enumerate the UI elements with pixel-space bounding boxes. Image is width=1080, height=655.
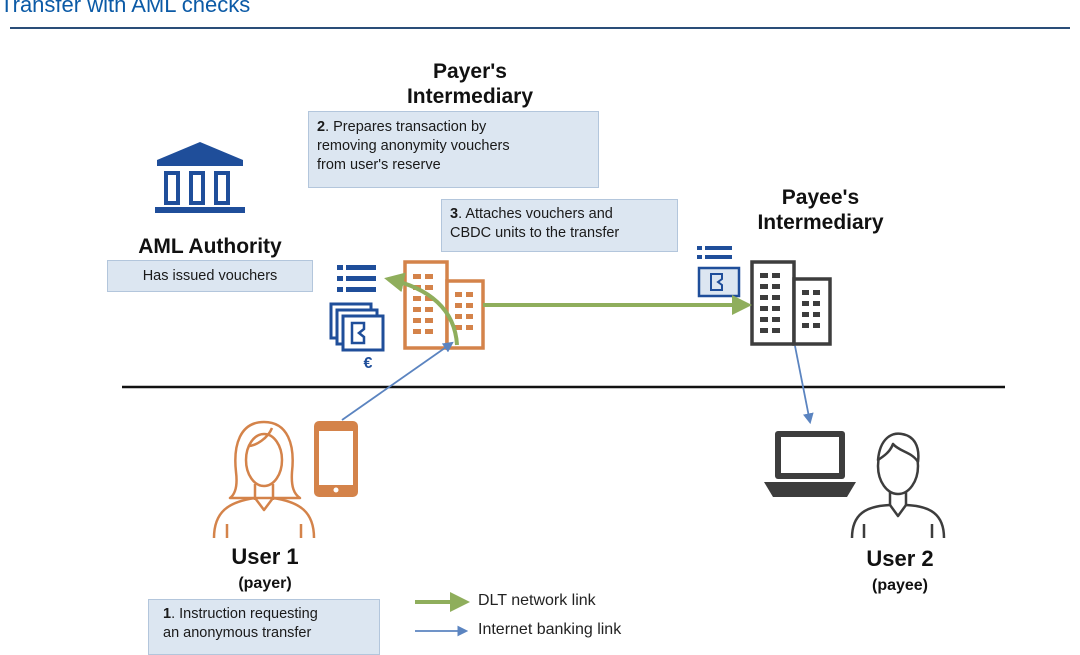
legend-dlt-label: DLT network link — [478, 592, 596, 609]
step3-text-line1: . Attaches vouchers and — [458, 206, 613, 222]
user2-label: User 2 — [866, 546, 934, 571]
user2-person-icon — [850, 432, 946, 539]
payer-intermediary-heading: Payer's Intermediary — [355, 59, 585, 109]
step3-note: 3. Attaches vouchers and CBDC units to t… — [441, 199, 678, 252]
page-title: Transfer with AML checks — [0, 0, 251, 17]
voucher-list-icon — [337, 265, 376, 292]
payee-voucher-list-icon — [697, 246, 732, 259]
payee-voucher-card-icon — [697, 266, 741, 298]
payee-intermediary-heading: Payee's Intermediary — [718, 185, 923, 235]
step2-text-line3: from user's reserve — [317, 157, 441, 173]
user1-role: (payer) — [238, 575, 292, 592]
step1-text-line2: an anonymous transfer — [163, 625, 312, 641]
user1-person-icon — [212, 420, 316, 539]
euro-symbol: € — [364, 355, 373, 372]
aml-authority-note: Has issued vouchers — [107, 260, 313, 292]
user1-label: User 1 — [231, 544, 299, 569]
step2-text-line2: removing anonymity vouchers — [317, 138, 510, 154]
user2-role: (payee) — [871, 577, 929, 594]
bank-building-icon — [155, 142, 245, 213]
smartphone-icon — [314, 421, 358, 497]
laptop-icon — [764, 431, 856, 497]
payee-intermediary-heading-line2: Intermediary — [757, 211, 884, 234]
step3-number: 3 — [450, 206, 459, 222]
title-divider — [10, 27, 1070, 29]
payee-building-windows — [760, 273, 820, 333]
step2-note: 2. Prepares transaction by removing anon… — [308, 111, 599, 188]
step1-number: 1 — [163, 606, 172, 622]
internet-link-user1-to-payer — [341, 341, 454, 421]
legend-internet-label: Internet banking link — [478, 621, 622, 638]
aml-authority-heading: AML Authority — [138, 235, 282, 258]
internet-link-payee-to-user2 — [794, 345, 814, 425]
step1-text-line1: . Instruction requesting — [171, 606, 318, 622]
payer-building-windows — [413, 274, 473, 334]
step2-number: 2 — [317, 119, 326, 135]
payer-intermediary-heading-line1: Payer's — [433, 60, 507, 83]
step1-note: 1. Instruction requesting an anonymous t… — [148, 599, 380, 655]
voucher-cards-icon — [329, 302, 385, 352]
step3-text-line2: CBDC units to the transfer — [450, 225, 620, 241]
step2-text-line1: . Prepares transaction by — [325, 119, 487, 135]
payer-intermediary-heading-line2: Intermediary — [406, 85, 534, 108]
dlt-link-vouchers-removed — [384, 272, 459, 346]
payee-intermediary-heading-line1: Payee's — [781, 186, 860, 209]
